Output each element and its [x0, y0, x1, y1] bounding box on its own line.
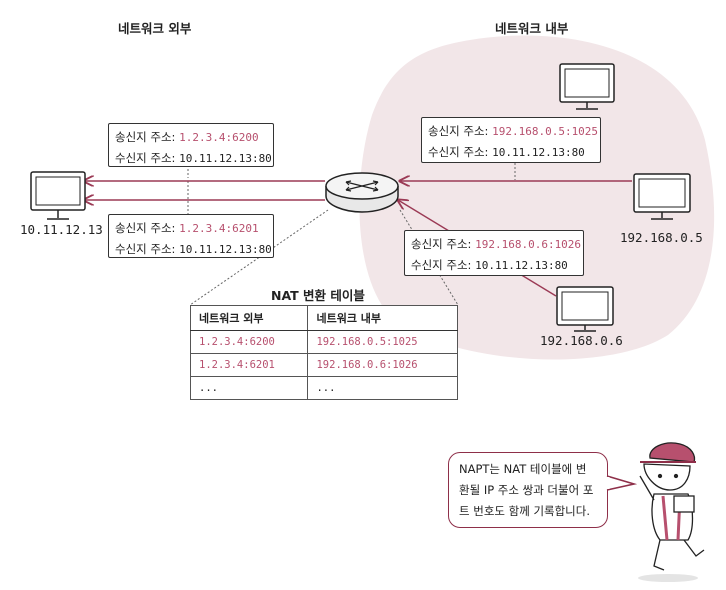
packet-src-label: 송신지 주소:	[428, 124, 489, 138]
packet-dst-label: 수신지 주소:	[411, 258, 472, 272]
packet-dst-value: 10.11.12.13:80	[179, 152, 272, 165]
table-cell-inside: 192.168.0.5:1025	[307, 330, 458, 354]
connector-table-right	[399, 209, 459, 306]
table-cell-outside: 1.2.3.4:6200	[189, 330, 309, 354]
speech-bubble-text: NAPT는 NAT 테이블에 변환될 IP 주소 쌍과 더불어 포트 번호도 함…	[459, 462, 594, 518]
packet-outside-bottom: 송신지 주소: 1.2.3.4:6201 수신지 주소: 10.11.12.13…	[108, 214, 274, 258]
packet-dst-label: 수신지 주소:	[115, 151, 176, 165]
external-computer-icon	[30, 171, 86, 220]
table-cell-inside: 192.168.0.6:1026	[307, 353, 458, 377]
packet-inside-b: 송신지 주소: 192.168.0.6:1026 수신지 주소: 10.11.1…	[404, 230, 584, 276]
internal-host-a-ip: 192.168.0.5	[620, 230, 703, 245]
host-b-computer-icon	[556, 286, 614, 332]
packet-src-label: 송신지 주소:	[115, 130, 176, 144]
packet-src-value: 192.168.0.5:1025	[492, 125, 599, 138]
packet-dst-value: 10.11.12.13:80	[179, 243, 272, 256]
packet-outside-top: 송신지 주소: 1.2.3.4:6200 수신지 주소: 10.11.12.13…	[108, 123, 274, 167]
router-icon	[325, 172, 399, 213]
heading-outside-network: 네트워크 외부	[118, 21, 192, 36]
table-row: 1.2.3.4:6200 192.168.0.5:1025	[189, 330, 458, 354]
column-header-outside: 네트워크 외부	[189, 305, 309, 331]
internal-host-b-ip: 192.168.0.6	[540, 333, 623, 348]
host-a-computer-icon	[633, 173, 691, 220]
internal-network-area	[359, 35, 715, 360]
packet-inside-a: 송신지 주소: 192.168.0.5:1025 수신지 주소: 10.11.1…	[421, 117, 601, 163]
table-header-row: 네트워크 외부 네트워크 내부	[189, 305, 458, 331]
packet-src-value: 1.2.3.4:6201	[179, 222, 259, 235]
packet-src-value: 192.168.0.6:1026	[475, 238, 582, 251]
nat-translation-table: 네트워크 외부 네트워크 내부 1.2.3.4:6200 192.168.0.5…	[189, 305, 458, 400]
heading-inside-network: 네트워크 내부	[495, 21, 569, 36]
packet-src-label: 송신지 주소:	[411, 237, 472, 251]
column-header-inside: 네트워크 내부	[307, 305, 458, 331]
heading-nat-table: NAT 변환 테이블	[271, 288, 365, 303]
computer-a-icon	[559, 63, 615, 110]
speech-bubble-tail	[606, 475, 638, 491]
external-host-ip: 10.11.12.13	[20, 222, 103, 237]
packet-dst-value: 10.11.12.13:80	[475, 259, 568, 272]
guide-character-illustration	[638, 442, 705, 582]
table-row: ... ...	[189, 376, 458, 400]
packet-dst-label: 수신지 주소:	[115, 242, 176, 256]
speech-bubble: NAPT는 NAT 테이블에 변환될 IP 주소 쌍과 더불어 포트 번호도 함…	[448, 452, 608, 528]
packet-src-label: 송신지 주소:	[115, 221, 176, 235]
table-cell-inside: ...	[307, 376, 458, 400]
packet-dst-label: 수신지 주소:	[428, 145, 489, 159]
table-cell-outside: 1.2.3.4:6201	[189, 353, 309, 377]
packet-dst-value: 10.11.12.13:80	[492, 146, 585, 159]
table-cell-outside: ...	[189, 376, 309, 400]
table-row: 1.2.3.4:6201 192.168.0.6:1026	[189, 353, 458, 377]
packet-src-value: 1.2.3.4:6200	[179, 131, 259, 144]
